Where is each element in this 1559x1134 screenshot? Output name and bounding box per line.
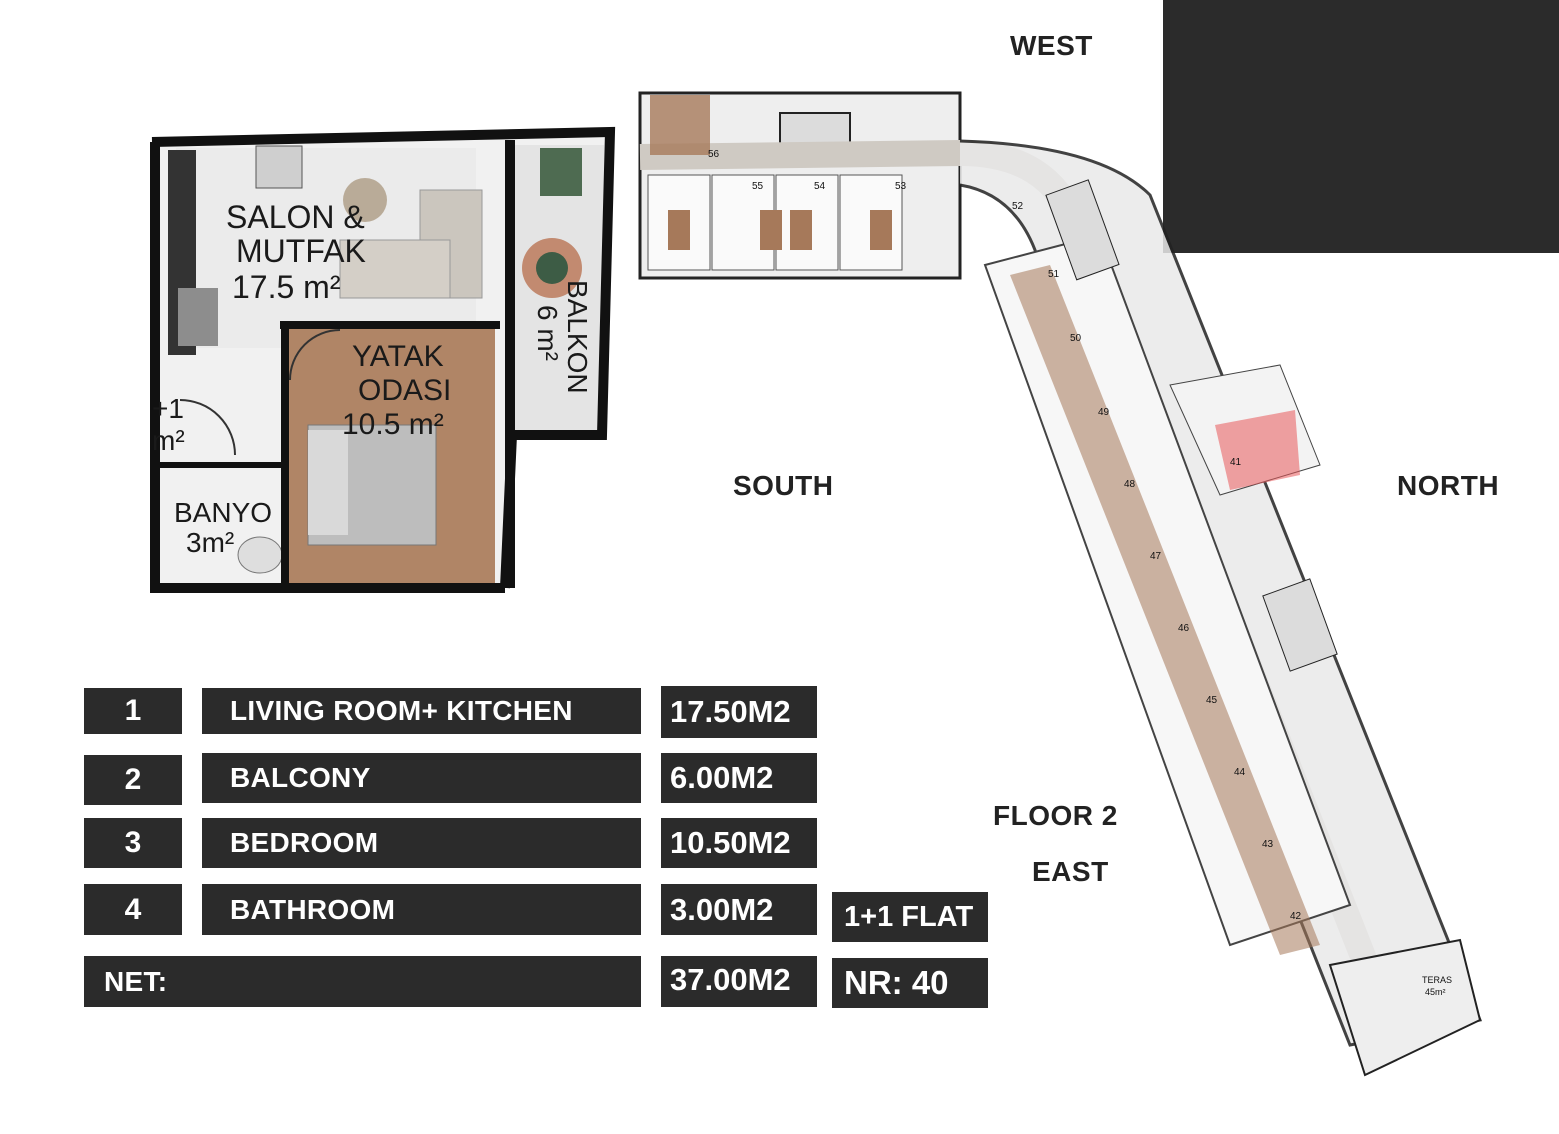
- floor-label: FLOOR 2: [993, 800, 1118, 831]
- sofa-chaise: [339, 239, 451, 299]
- yatak-label-line2: ODASI: [358, 374, 451, 407]
- antre-label-line2: m²: [152, 425, 185, 456]
- top-unit-wood: [650, 95, 710, 155]
- row-3-number: 3: [84, 818, 182, 868]
- unit-54-label: 54: [814, 181, 826, 192]
- unit-51-label: 51: [1048, 269, 1060, 280]
- coffee-table: [343, 178, 387, 222]
- west-units: [647, 95, 903, 271]
- unit-53-label: 53: [895, 181, 907, 192]
- unit-43-label: 43: [1262, 839, 1274, 850]
- toilet: [237, 536, 283, 574]
- row-1-value: 17.50M2: [661, 686, 817, 738]
- stairwell-north: [1045, 179, 1120, 281]
- balcony-table: [536, 252, 568, 284]
- row-4-value: 3.00M2: [661, 884, 817, 935]
- yatak-label-line1: YATAK: [352, 340, 444, 373]
- unit-44-label: 44: [1234, 767, 1246, 778]
- banyo-area: 3m²: [186, 527, 234, 558]
- yatak-area: 10.5 m²: [342, 408, 444, 441]
- bedroom-wood: [668, 210, 690, 250]
- row-1-label: LIVING ROOM+ KITCHEN: [202, 688, 641, 734]
- row-1-number: 1: [84, 688, 182, 734]
- unit-50-label: 50: [1070, 333, 1082, 344]
- compass-north: NORTH: [1397, 470, 1500, 501]
- stove: [255, 145, 303, 189]
- bedroom-wood: [790, 210, 812, 250]
- fridge: [178, 288, 218, 346]
- bedroom-wood: [870, 210, 892, 250]
- banyo-label: BANYO: [174, 497, 272, 528]
- teras-area: 45m²: [1425, 987, 1446, 997]
- flat-type-badge: 1+1 FLAT: [832, 892, 988, 942]
- row-2-value: 6.00M2: [661, 753, 817, 803]
- bedroom-wood: [760, 210, 782, 250]
- terrace: [1328, 938, 1482, 1077]
- row-4-label: BATHROOM: [202, 884, 641, 935]
- flat-number-badge: NR: 40: [832, 958, 988, 1008]
- unit-41-label: 41: [1230, 457, 1242, 468]
- pillows: [308, 430, 348, 535]
- unit-42-label: 42: [1290, 911, 1302, 922]
- row-2-number: 2: [84, 755, 182, 805]
- door-swing-bedroom: [289, 329, 341, 381]
- unit-45-label: 45: [1206, 695, 1218, 706]
- row-2-label: BALCONY: [202, 753, 641, 803]
- unit-46-label: 46: [1178, 623, 1190, 634]
- stairwell-east: [1262, 578, 1338, 672]
- corner-dark-block: [1163, 0, 1559, 253]
- compass-south: SOUTH: [733, 470, 834, 501]
- unit-56-label: 56: [708, 149, 720, 160]
- salon-label-line2: MUTFAK: [236, 233, 366, 269]
- unit-49-label: 49: [1098, 407, 1110, 418]
- antre-label-line1: +1: [152, 393, 184, 424]
- building-floor-plan: 56 55 54 53 52 51 50 49 48 47 46 45 44 4…: [638, 91, 1483, 1077]
- outer-wall-left: [150, 142, 505, 593]
- compass-west: WEST: [1010, 30, 1093, 61]
- highlighted-unit-40: [1215, 410, 1300, 490]
- row-3-label: BEDROOM: [202, 818, 641, 868]
- salon-area: 17.5 m²: [232, 269, 341, 305]
- balkon-label-line2: 6 m²: [532, 305, 563, 361]
- row-3-value: 10.50M2: [661, 818, 817, 868]
- balkon-label-line1: BALKON: [562, 280, 593, 394]
- unit-floor-plan: SALON & MUTFAK 17.5 m² YATAK ODASI 10.5 …: [150, 126, 616, 593]
- plant: [540, 148, 582, 196]
- unit-47-label: 47: [1150, 551, 1162, 562]
- east-units: [983, 179, 1352, 955]
- compass-east: EAST: [1032, 856, 1109, 887]
- net-value: 37.00M2: [661, 956, 817, 1007]
- row-4-number: 4: [84, 884, 182, 935]
- unit-52-label: 52: [1012, 201, 1024, 212]
- teras-label: TERAS: [1422, 975, 1452, 985]
- east-units-wood: [1010, 265, 1320, 955]
- net-label: NET:: [84, 956, 641, 1007]
- unit-48-label: 48: [1124, 479, 1136, 490]
- door-swing-entry: [179, 399, 236, 456]
- salon-label-line1: SALON &: [226, 199, 365, 235]
- unit-55-label: 55: [752, 181, 764, 192]
